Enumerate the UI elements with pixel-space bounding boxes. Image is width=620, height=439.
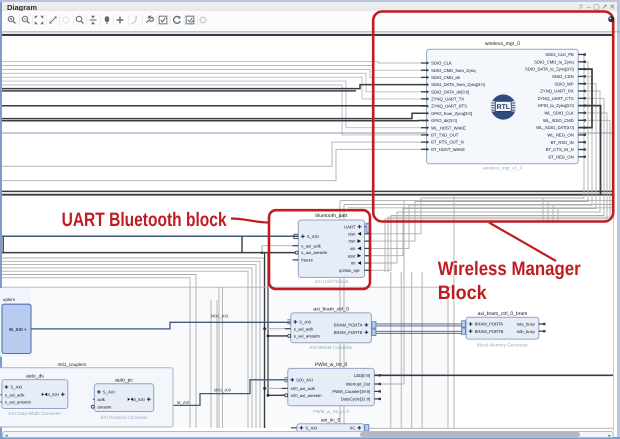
svg-text:SDIO_CDN: SDIO_CDN <box>552 74 574 79</box>
svg-text:WL_SDIO_DAT[3:0]: WL_SDIO_DAT[3:0] <box>536 125 573 130</box>
svg-text:SDIO_DATA_from_Zynq[3:0]: SDIO_DATA_from_Zynq[3:0] <box>431 82 485 87</box>
svg-text:S_AXI: S_AXI <box>307 234 319 239</box>
svg-text:AXI Protocol Converter: AXI Protocol Converter <box>101 415 148 420</box>
svg-text:axi_iic_0: axi_iic_0 <box>321 418 341 424</box>
svg-text:DutyCycle[31:0]: DutyCycle[31:0] <box>341 397 371 402</box>
svg-text:BT_REG_ON: BT_REG_ON <box>548 154 573 159</box>
svg-text:s00_axi_aresetn: s00_axi_aresetn <box>291 393 322 398</box>
svg-text:Interrupt_Out: Interrupt_Out <box>346 382 372 387</box>
svg-text:BRAM_PORTB: BRAM_PORTB <box>334 330 363 335</box>
svg-text:m01_couplers: m01_couplers <box>58 362 88 367</box>
svg-text:BRAM_PORTA: BRAM_PORTA <box>475 322 504 327</box>
svg-text:SDIO_CMD_from_Zynq: SDIO_CMD_from_Zynq <box>431 68 476 73</box>
svg-text:GPIO_to_Zynq[3:0]: GPIO_to_Zynq[3:0] <box>538 103 574 108</box>
svg-text:PWM_w_Int_0: PWM_w_Int_0 <box>315 362 348 368</box>
svg-text:WL_HOST_WAKE: WL_HOST_WAKE <box>431 125 466 130</box>
svg-text:M01_AXI: M01_AXI <box>214 388 231 393</box>
svg-text:BRAM_PORTB: BRAM_PORTB <box>475 329 504 334</box>
svg-text:M00_AXI: M00_AXI <box>211 314 228 319</box>
svg-text:ip2intc_irpt: ip2intc_irpt <box>339 268 360 273</box>
svg-text:aresetn: aresetn <box>97 404 112 409</box>
svg-text:s00_axi_aclk: s00_axi_aclk <box>291 386 316 391</box>
svg-text:M_AXI: M_AXI <box>46 392 59 397</box>
svg-text:AXI UART16550: AXI UART16550 <box>314 279 348 284</box>
svg-text:S_AXI: S_AXI <box>299 320 311 325</box>
svg-text:rin: rin <box>351 261 356 266</box>
svg-text:UART: UART <box>344 224 356 229</box>
svg-text:Wireless Manager: Wireless Manager <box>438 258 581 280</box>
svg-text:S_AXI: S_AXI <box>10 385 22 390</box>
svg-text:BT_RXD_IN: BT_RXD_IN <box>551 140 574 145</box>
svg-text:uplers: uplers <box>3 297 16 302</box>
svg-text:ZYNQ_UART_CTS: ZYNQ_UART_CTS <box>538 96 574 101</box>
svg-text:axi_bram_ctrl_0: axi_bram_ctrl_0 <box>313 306 349 312</box>
svg-text:Block: Block <box>438 282 487 304</box>
svg-text:SDIO_CMD_dir: SDIO_CMD_dir <box>431 75 461 80</box>
svg-text:S_AXI: S_AXI <box>305 425 317 430</box>
svg-text:rtsn: rtsn <box>349 239 357 244</box>
svg-text:IIC: IIC <box>350 425 355 430</box>
svg-text:SDIO_CLK_FB: SDIO_CLK_FB <box>545 52 574 57</box>
svg-text:wireless_mgr_v1_0: wireless_mgr_v1_0 <box>483 166 523 171</box>
svg-text:RTL: RTL <box>497 104 510 111</box>
svg-text:AXI Data Width Converter: AXI Data Width Converter <box>8 411 61 416</box>
svg-text:s_axi_aclk: s_axi_aclk <box>294 326 314 331</box>
svg-text:aclk: aclk <box>97 397 105 402</box>
svg-text:ZYNQ_UART_RTS: ZYNQ_UART_RTS <box>431 104 467 109</box>
svg-text:sout: sout <box>348 253 357 258</box>
svg-text:LED[0:0]: LED[0:0] <box>354 373 370 378</box>
svg-text:M_AXI +: M_AXI + <box>9 327 27 332</box>
svg-text:GPIO_from_Zynq[3:0]: GPIO_from_Zynq[3:0] <box>431 111 472 116</box>
svg-text:Block Memory Generator: Block Memory Generator <box>477 343 529 348</box>
svg-text:bluetooth_uart: bluetooth_uart <box>315 213 348 219</box>
svg-text:S_AXI: S_AXI <box>103 390 115 395</box>
svg-text:rsta_busy: rsta_busy <box>517 322 536 327</box>
svg-text:SDIO_DATA_to_Zynq[3:0]: SDIO_DATA_to_Zynq[3:0] <box>525 67 574 72</box>
svg-text:PWM_Counter[19:0]: PWM_Counter[19:0] <box>332 389 370 394</box>
svg-text:WL_SDIO_CLK: WL_SDIO_CLK <box>544 111 574 116</box>
svg-text:BT_CTS_IN_N: BT_CTS_IN_N <box>546 147 574 152</box>
svg-text:wireless_mgr_0: wireless_mgr_0 <box>485 41 520 47</box>
svg-text:rstb_busy: rstb_busy <box>517 329 536 334</box>
svg-text:S00_AXI: S00_AXI <box>296 377 313 382</box>
svg-text:WL_SDIO_CMD: WL_SDIO_CMD <box>543 118 574 123</box>
svg-text:axi_bram_ctrl_0_bram: axi_bram_ctrl_0_bram <box>478 311 528 317</box>
svg-text:auto_ds: auto_ds <box>26 373 44 379</box>
svg-text:s_axi_aclk: s_axi_aclk <box>5 392 25 397</box>
svg-text:ctsn: ctsn <box>348 231 356 236</box>
svg-text:BRAM_PORTA: BRAM_PORTA <box>334 323 363 328</box>
svg-text:sin: sin <box>350 246 356 251</box>
svg-text:s_axi_aresetn: s_axi_aresetn <box>294 334 321 339</box>
svg-text:BT_TXD_OUT: BT_TXD_OUT <box>431 133 459 138</box>
svg-text:ZYNQ_UART_TX: ZYNQ_UART_TX <box>431 97 464 102</box>
svg-text:freeze: freeze <box>301 258 313 263</box>
svg-text:M_AXI: M_AXI <box>132 397 145 402</box>
svg-text:BT_HOST_WAKE: BT_HOST_WAKE <box>431 147 465 152</box>
svg-text:s_axi_aresetn: s_axi_aresetn <box>5 400 32 405</box>
svg-text:SDIO_DATA_dir[3:0]: SDIO_DATA_dir[3:0] <box>431 89 469 94</box>
svg-text:ZYNQ_UART_RX: ZYNQ_UART_RX <box>540 89 574 94</box>
svg-text:AXI BRAM Controller: AXI BRAM Controller <box>310 345 354 350</box>
svg-text:BT_RTS_OUT_N: BT_RTS_OUT_N <box>431 140 464 145</box>
svg-text:UART Bluetooth block: UART Bluetooth block <box>62 209 227 231</box>
svg-text:s_axi_aclk: s_axi_aclk <box>301 243 321 248</box>
svg-text:SDIO_WP: SDIO_WP <box>554 81 574 86</box>
svg-text:s_axi_aresetn: s_axi_aresetn <box>301 250 328 255</box>
svg-text:auto_pc: auto_pc <box>115 378 133 384</box>
svg-text:WL_REG_ON: WL_REG_ON <box>547 133 573 138</box>
svg-text:SDIO_CMD_to_Zynq: SDIO_CMD_to_Zynq <box>534 59 574 64</box>
svg-text:SDIO_CLK: SDIO_CLK <box>431 61 452 66</box>
svg-text:PWM_w_Int_v1.0: PWM_w_Int_v1.0 <box>313 409 349 414</box>
svg-text:GPIO_dir[3:0]: GPIO_dir[3:0] <box>431 118 457 123</box>
svg-text:M_AXI: M_AXI <box>177 400 190 405</box>
